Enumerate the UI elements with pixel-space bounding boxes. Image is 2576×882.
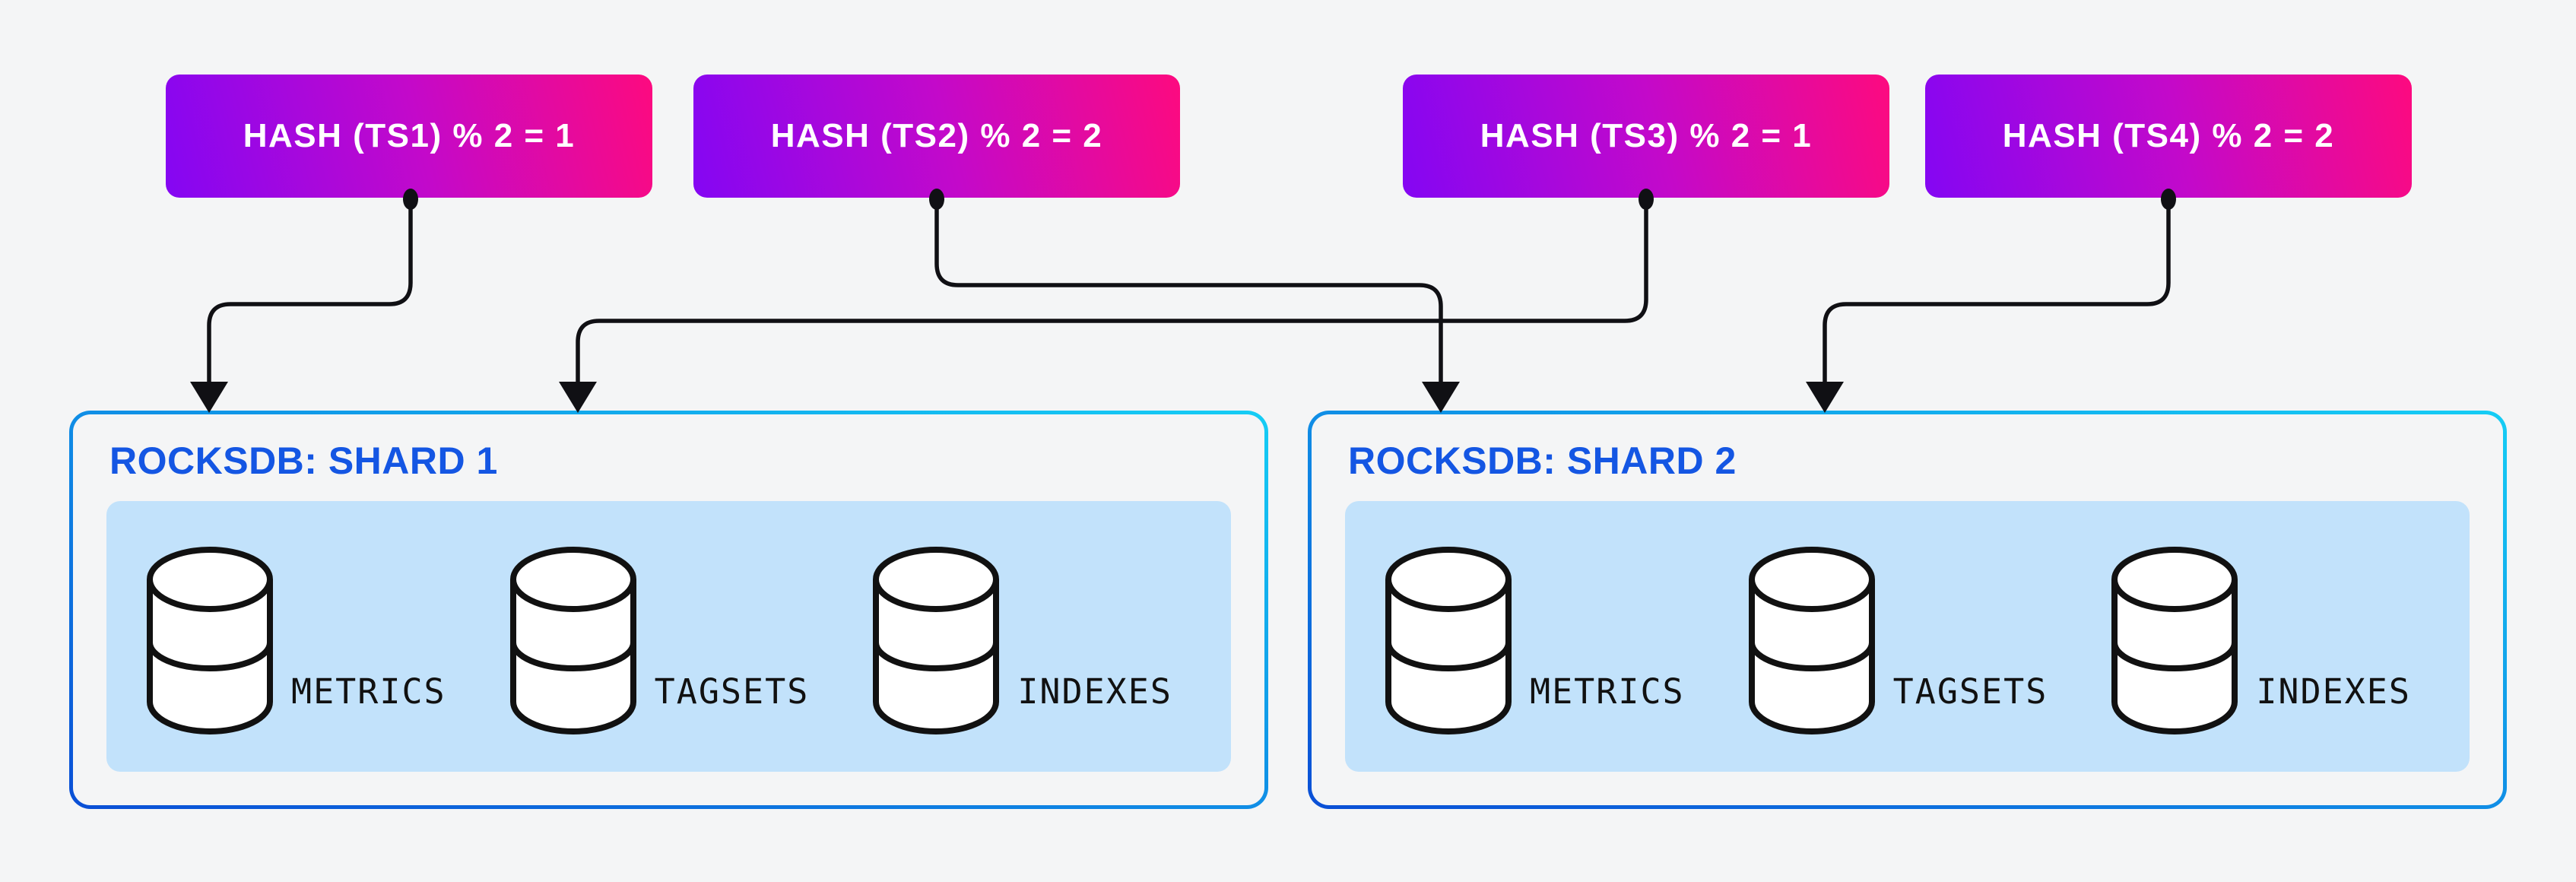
store-label: METRICS (291, 671, 446, 712)
database-icon (1385, 547, 1512, 734)
database-icon (873, 547, 1000, 734)
store-label: INDEXES (1017, 671, 1172, 712)
shard-1-store-panel: METRICS TAGSETS INDEXE (106, 501, 1231, 772)
shard-1-title: ROCKSDB: SHARD 1 (109, 439, 498, 482)
list-item: TAGSETS (509, 544, 810, 738)
database-icon (147, 547, 273, 734)
database-icon (1748, 547, 1875, 734)
rocksdb-shard-2-container: ROCKSDB: SHARD 2 METRICS (1308, 411, 2507, 809)
arrowhead-ts4 (1806, 382, 1844, 413)
store-label: METRICS (1530, 671, 1685, 712)
shard-2-title: ROCKSDB: SHARD 2 (1348, 439, 1737, 482)
arrowhead-ts2 (1422, 382, 1460, 413)
connector-ts2-shard2 (934, 199, 1443, 383)
list-item: INDEXES (2111, 544, 2411, 738)
database-icon (509, 547, 636, 734)
list-item: METRICS (147, 544, 446, 738)
hash-box-ts4-label: HASH (TS4) % 2 = 2 (2002, 117, 2335, 154)
hash-box-ts1-label: HASH (TS1) % 2 = 1 (243, 117, 576, 154)
list-item: TAGSETS (1748, 544, 2048, 738)
connector-ts1-shard1 (207, 199, 413, 383)
list-item: METRICS (1385, 544, 1685, 738)
hash-box-ts3: HASH (TS3) % 2 = 1 (1403, 75, 1889, 198)
store-label: TAGSETS (654, 671, 810, 712)
rocksdb-shard-1-container: ROCKSDB: SHARD 1 METRICS (69, 411, 1268, 809)
database-icon (2111, 547, 2238, 734)
store-label: TAGSETS (1892, 671, 2048, 712)
shard-2-store-panel: METRICS TAGSETS INDEXE (1345, 501, 2470, 772)
rocksdb-shard-1-body: ROCKSDB: SHARD 1 METRICS (73, 414, 1264, 805)
hash-box-ts4: HASH (TS4) % 2 = 2 (1925, 75, 2412, 198)
hash-box-ts2: HASH (TS2) % 2 = 2 (693, 75, 1180, 198)
arrowhead-ts1 (190, 382, 228, 413)
connector-ts3-shard1 (576, 199, 1648, 383)
list-item: INDEXES (873, 544, 1172, 738)
hash-box-ts1: HASH (TS1) % 2 = 1 (166, 75, 652, 198)
hash-box-ts3-label: HASH (TS3) % 2 = 1 (1480, 117, 1813, 154)
rocksdb-shard-2-body: ROCKSDB: SHARD 2 METRICS (1312, 414, 2503, 805)
connector-ts4-shard2 (1823, 199, 2171, 383)
store-label: INDEXES (2256, 671, 2411, 712)
arrowhead-ts3 (559, 382, 597, 413)
hash-box-ts2-label: HASH (TS2) % 2 = 2 (770, 117, 1103, 154)
